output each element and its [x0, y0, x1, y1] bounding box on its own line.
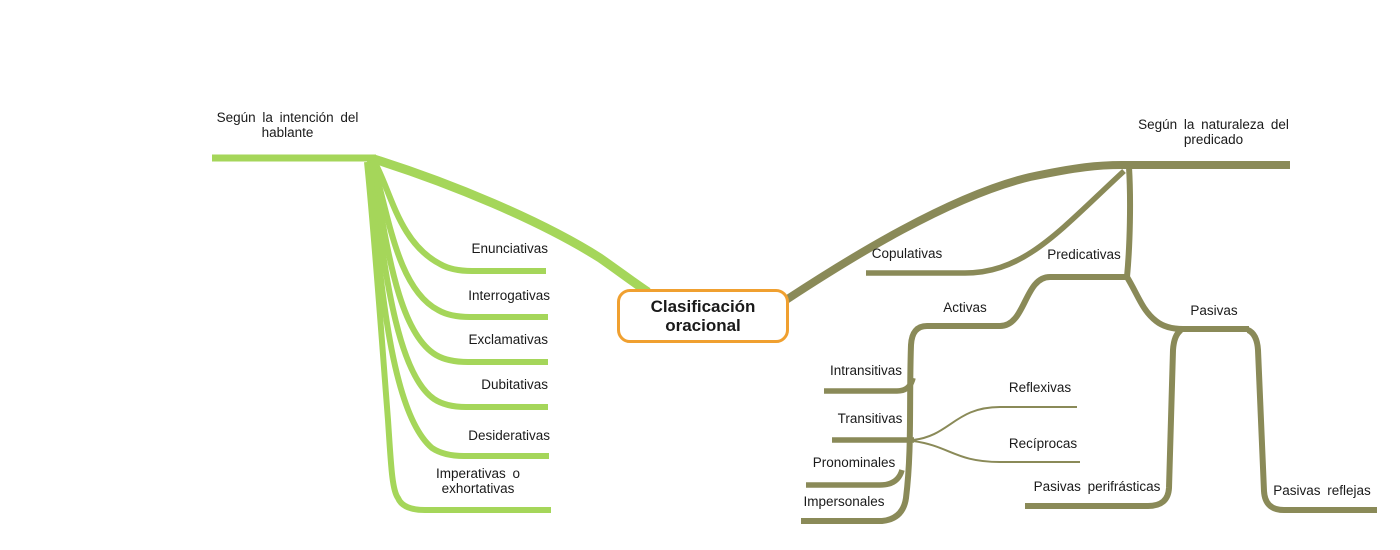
node-label-transitivas: Transitivas — [837, 411, 903, 426]
node-label-desiderativas: Desiderativas — [468, 428, 550, 443]
left-main-branch-line — [372, 154, 651, 296]
left-branch-title: Según la intención del hablante — [216, 110, 359, 140]
node-label-pasivas-reflejas: Pasivas reflejas — [1273, 483, 1371, 498]
node-label-imperativas-exhortativas: Imperativas o exhortativas — [435, 466, 521, 496]
node-label-activas: Activas — [943, 300, 987, 315]
right-branch-title: Según la naturaleza del predicado — [1138, 117, 1289, 147]
node-label-enunciativas: Enunciativas — [471, 241, 548, 256]
node-label-reciprocas: Recíprocas — [1008, 436, 1078, 451]
branch-line-imperativas — [364, 161, 551, 513]
center-node-title-line1: Clasificación — [650, 297, 756, 316]
node-label-exclamativas: Exclamativas — [468, 332, 548, 347]
branch-line-predicativas — [1124, 166, 1134, 278]
node-label-reflexivas: Reflexivas — [1008, 380, 1072, 395]
node-label-copulativas: Copulativas — [871, 246, 943, 261]
branch-line-intransitivas — [824, 377, 916, 394]
branch-line-copulativas — [866, 168, 1126, 276]
node-label-impersonales: Impersonales — [803, 494, 885, 509]
branch-line-reflexivas — [912, 406, 1077, 441]
branch-line-exclamativas — [368, 160, 548, 365]
node-label-pronominales: Pronominales — [812, 455, 896, 470]
center-node-title-line2: oracional — [665, 316, 741, 335]
center-node-clasificacion-oracional: Clasificación oracional — [617, 289, 789, 343]
branch-line-pronominales — [806, 469, 905, 488]
node-label-pasivas: Pasivas — [1190, 303, 1238, 318]
branch-line-enunciativas — [370, 157, 546, 274]
branch-line-interrogativas — [369, 159, 548, 320]
node-label-dubitativas: Dubitativas — [481, 377, 548, 392]
node-label-pasivas-perifrasticas: Pasivas perifrásticas — [1033, 479, 1161, 494]
branch-line-activas-trunk — [801, 274, 1128, 524]
branch-line-reciprocas — [912, 440, 1080, 463]
right-main-branch-line — [783, 161, 1290, 304]
branch-line-pasivas-reflejas — [1246, 327, 1377, 513]
node-label-interrogativas: Interrogativas — [468, 288, 550, 303]
node-label-intransitivas: Intransitivas — [829, 363, 903, 378]
branch-line-pasivas-perifrasticas — [1025, 327, 1183, 509]
node-label-predicativas: Predicativas — [1047, 247, 1121, 262]
branch-line-dubitativas — [367, 160, 548, 410]
branch-line-pasivas — [1124, 275, 1249, 332]
